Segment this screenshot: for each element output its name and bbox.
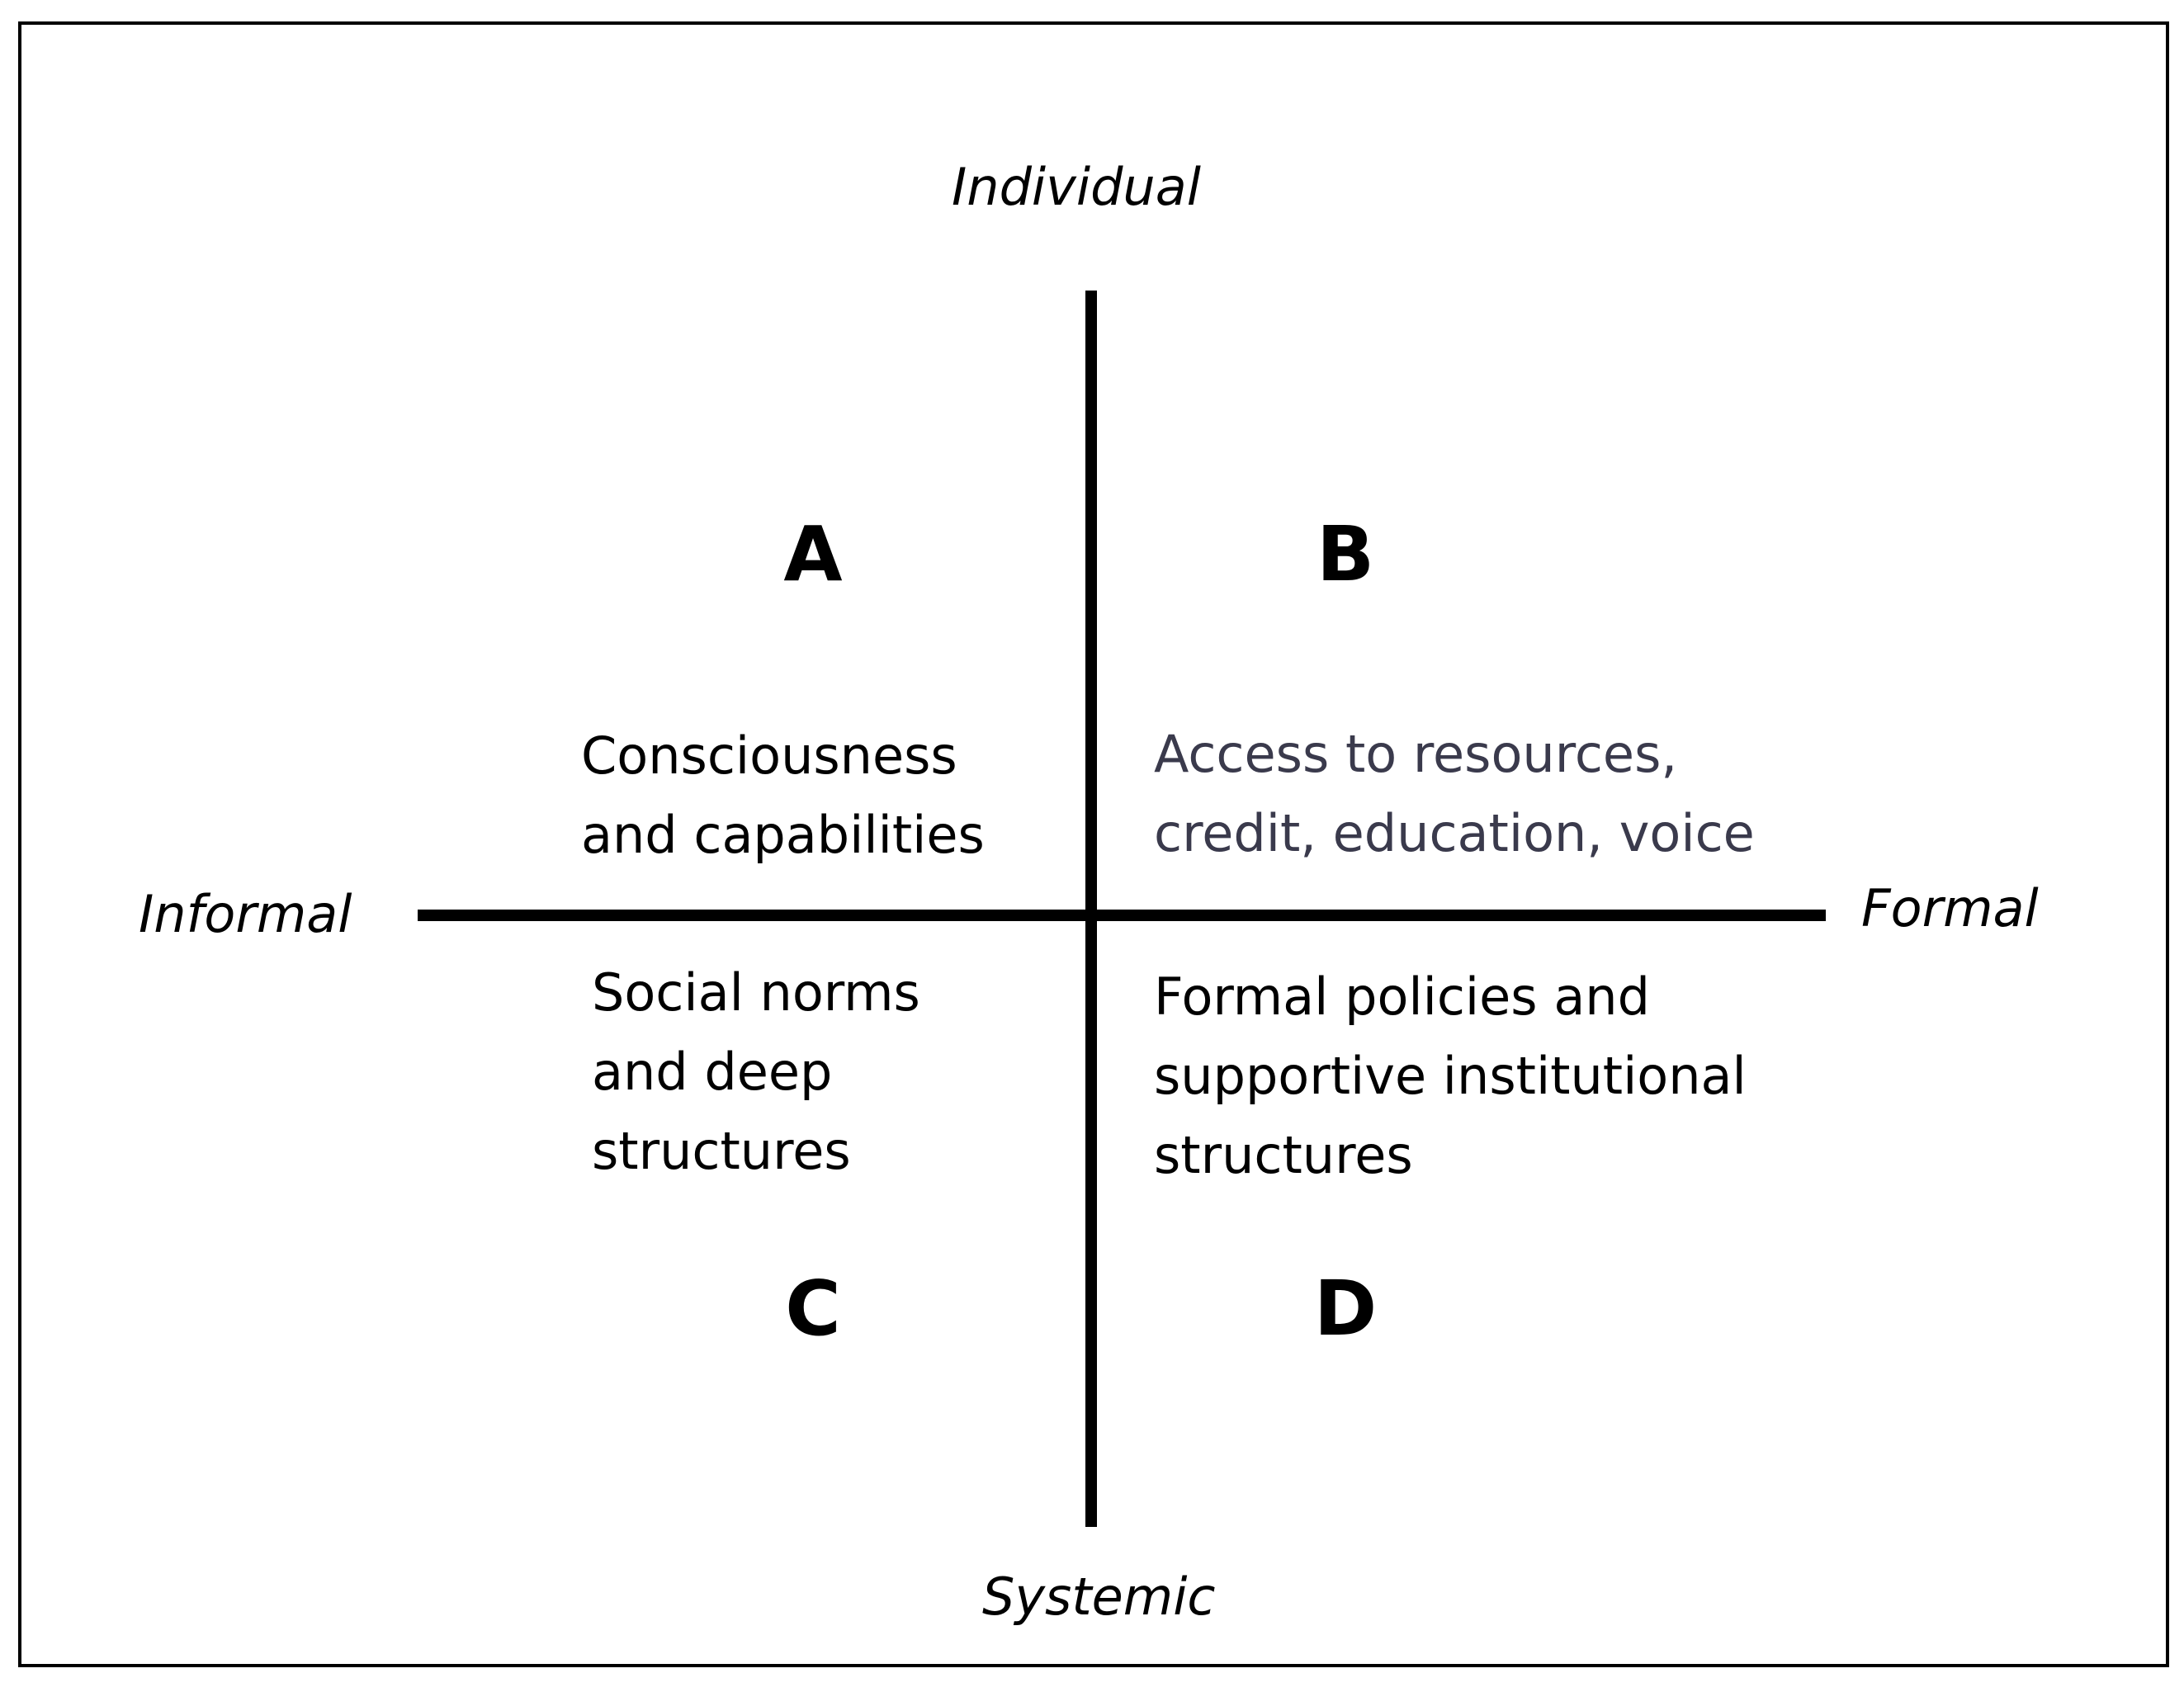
vertical-axis-line [1085,291,1097,1527]
quadrant-b-text: Access to resources, credit, education, … [1154,724,1755,863]
quadrant-b-letter: B [1316,510,1375,598]
quadrant-c-text: Social norms and deep structures [592,962,920,1181]
diagram-frame [18,21,2169,1667]
quadrant-d-text: Formal policies and supportive instituti… [1154,967,1747,1185]
quadrant-c-letter: C [785,1264,841,1353]
quadrant-a-letter: A [783,510,843,598]
quadrant-d-letter: D [1313,1264,1378,1353]
quadrant-a-text: Consciousness and capabilities [581,725,985,865]
axis-label-top: Individual [952,157,1201,217]
horizontal-axis-line [418,910,1826,921]
axis-label-right: Formal [1861,878,2039,938]
axis-label-bottom: Systemic [982,1567,1216,1627]
axis-label-left: Informal [139,884,352,944]
